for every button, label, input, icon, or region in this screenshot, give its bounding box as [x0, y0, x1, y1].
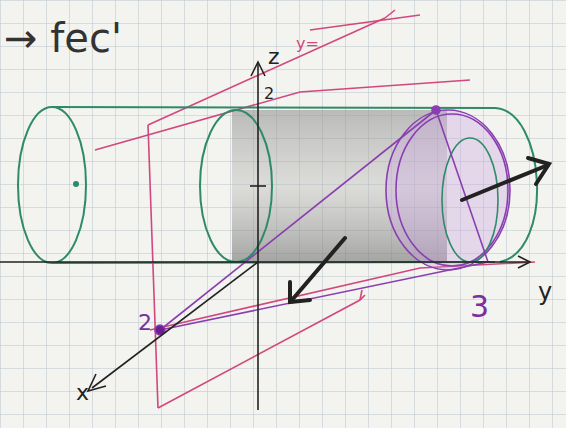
callout-number: 3	[470, 292, 489, 322]
callout-number: 2	[138, 312, 152, 334]
direction-arrows	[290, 158, 549, 302]
cutting-plane	[95, 10, 535, 408]
heading-note: → fec'	[4, 18, 122, 58]
axis-label: x	[76, 382, 89, 404]
plane-note: y=	[296, 36, 319, 52]
axis-label: y	[538, 280, 552, 304]
axis-label: z	[268, 46, 280, 68]
axes	[0, 62, 530, 410]
tick-number: 2	[264, 86, 274, 102]
